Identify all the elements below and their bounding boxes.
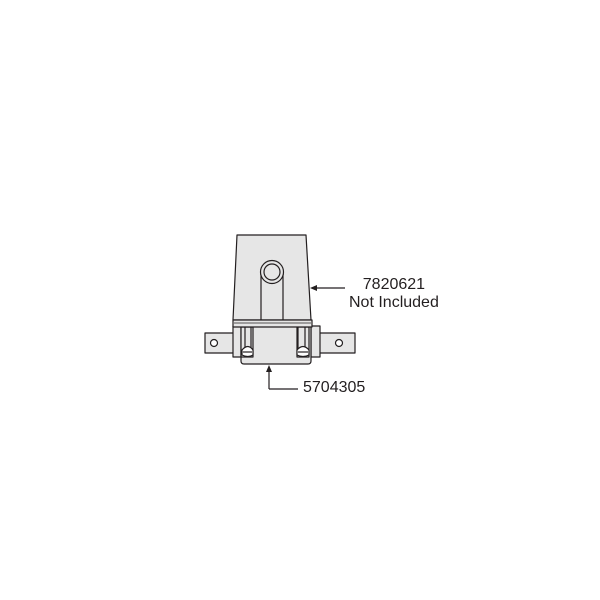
housing-band bbox=[232, 319, 313, 328]
leader-5704305 bbox=[266, 365, 298, 390]
left-screw-slot bbox=[240, 326, 254, 358]
callout-5704305: 5704305 bbox=[303, 379, 365, 397]
right-mounting-tab bbox=[318, 332, 356, 354]
part-number-7820621: 7820621 bbox=[362, 276, 426, 293]
leader-7820621 bbox=[310, 285, 345, 291]
part-number-5704305: 5704305 bbox=[303, 379, 366, 396]
lower-base-body bbox=[240, 325, 312, 365]
right-screw-slot bbox=[296, 326, 310, 358]
callout-7820621: 7820621 Not Included bbox=[349, 276, 439, 312]
upper-housing-post bbox=[259, 259, 285, 320]
not-included-note: Not Included bbox=[349, 294, 439, 311]
right-side-block bbox=[310, 325, 321, 358]
